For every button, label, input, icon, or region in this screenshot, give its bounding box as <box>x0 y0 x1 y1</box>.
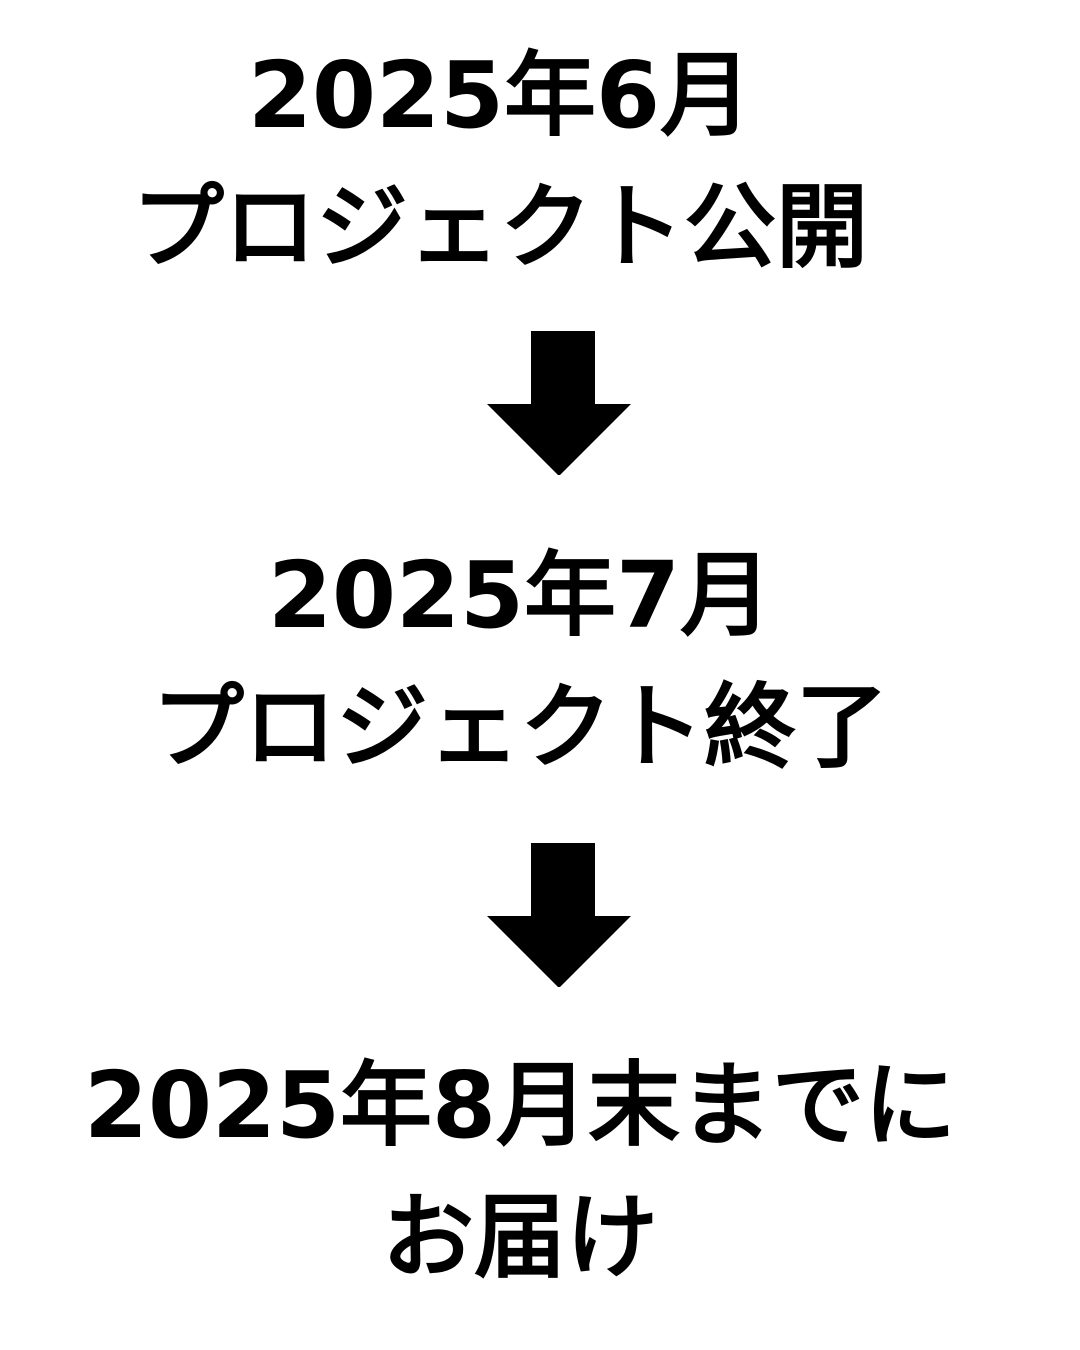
step-date: 2025年7月 <box>267 542 773 649</box>
step-date: 2025年8月末までに <box>83 1052 957 1159</box>
timeline-step-end: 2025年7月 プロジェクト終了 <box>0 530 1060 794</box>
step-label: プロジェクト終了 <box>151 674 888 781</box>
timeline-step-delivery: 2025年8月末までに お届け <box>0 1040 1060 1304</box>
timeline-step-launch: 2025年6月 プロジェクト公開 <box>0 30 1040 294</box>
step-label: お届け <box>381 1184 658 1291</box>
arrow-down-icon <box>487 331 631 475</box>
arrow-down-icon <box>487 843 631 987</box>
step-label: プロジェクト公開 <box>131 174 868 281</box>
step-date: 2025年6月 <box>247 42 753 149</box>
